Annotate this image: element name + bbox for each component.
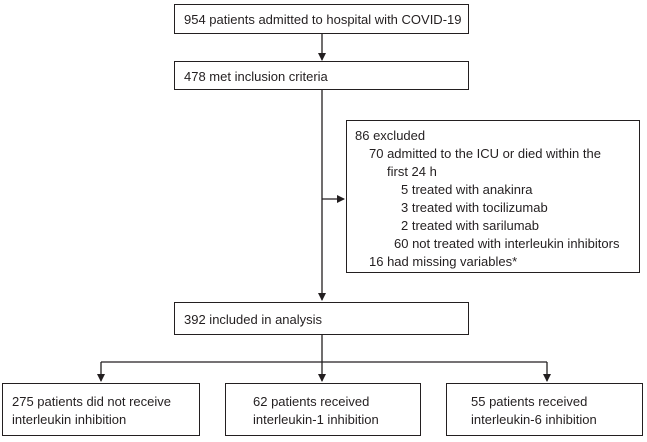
inclusion-text: 478 met inclusion criteria: [184, 69, 328, 84]
admitted-text: 954 patients admitted to hospital with C…: [184, 12, 462, 27]
excluded-missing: 16 had missing variables*: [369, 254, 518, 269]
analysis-text: 392 included in analysis: [184, 312, 323, 327]
excluded-anakinra: 5 treated with anakinra: [401, 182, 533, 197]
admitted-box: 954 patients admitted to hospital with C…: [174, 4, 469, 34]
il1-line1: 62 patients received: [253, 394, 370, 409]
excluded-tocilizumab: 3 treated with tocilizumab: [401, 200, 548, 215]
analysis-box: 392 included in analysis: [174, 302, 469, 335]
no-inhibition-line2: interleukin inhibition: [12, 412, 127, 427]
il6-line1: 55 patients received: [471, 394, 588, 409]
il6-line2: interleukin-6 inhibition: [471, 412, 597, 427]
excluded-not-treated: 60 not treated with interleukin inhibito…: [394, 236, 620, 251]
excluded-box: 86 excluded 70 admitted to the ICU or di…: [346, 120, 640, 273]
no-inhibition-line1: 275 patients did not receive: [12, 394, 171, 409]
il1-box: 62 patients received interleukin-1 inhib…: [225, 383, 421, 436]
excluded-title: 86 excluded: [355, 128, 426, 143]
excluded-icu-line2: first 24 h: [387, 164, 437, 179]
excluded-sarilumab: 2 treated with sarilumab: [401, 218, 540, 233]
il6-box: 55 patients received interleukin-6 inhib…: [446, 383, 643, 436]
excluded-icu-line1: 70 admitted to the ICU or died within th…: [369, 146, 601, 161]
inclusion-box: 478 met inclusion criteria: [174, 61, 469, 90]
il1-line2: interleukin-1 inhibition: [253, 412, 379, 427]
no-inhibition-box: 275 patients did not receive interleukin…: [2, 383, 200, 436]
